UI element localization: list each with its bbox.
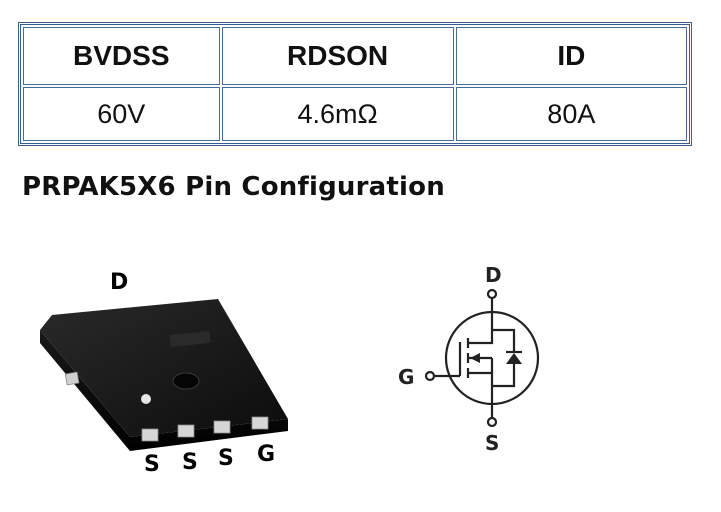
body-diode-top <box>492 328 516 352</box>
package-marking <box>169 330 211 348</box>
pin1-dot <box>141 394 151 404</box>
drain-terminal <box>486 288 498 300</box>
package-label-g: G <box>257 442 275 467</box>
source-terminal <box>486 416 498 428</box>
bottom-lead-3 <box>213 420 231 434</box>
value-rdson: 4.6mΩ <box>221 87 454 141</box>
spec-header-row: BVDSS RDSON ID <box>23 27 687 85</box>
package-dimple <box>172 372 200 390</box>
section-title: PRPAK5X6 Pin Configuration <box>22 172 445 202</box>
bottom-lead-1 <box>141 428 159 442</box>
header-rdson: RDSON <box>221 27 454 85</box>
symbol-label-g: G <box>398 365 414 389</box>
value-bvdss: 60V <box>23 87 220 141</box>
side-lead <box>64 371 80 386</box>
channel-arrow <box>470 353 480 363</box>
package-front-face <box>40 330 288 451</box>
spec-value-row: 60V 4.6mΩ 80A <box>23 87 687 141</box>
header-id: ID <box>455 27 687 85</box>
mosfet-symbol: D G S <box>390 258 550 458</box>
symbol-label-s: S <box>485 431 499 455</box>
source-connection <box>468 371 494 390</box>
gate-terminal <box>424 370 436 382</box>
package-label-s3: S <box>218 446 234 471</box>
package-top-face <box>40 299 288 437</box>
bottom-lead-2 <box>177 424 195 438</box>
package-label-d: D <box>110 270 128 295</box>
value-id: 80A <box>455 87 687 141</box>
drain-connection <box>468 326 494 345</box>
diode-triangle <box>506 353 522 364</box>
mosfet-symbol-drawing: D G S <box>398 263 540 455</box>
bottom-lead-4 <box>251 416 269 430</box>
spec-table: BVDSS RDSON ID 60V 4.6mΩ 80A <box>18 22 692 146</box>
package-illustration: D S S S G <box>20 255 320 495</box>
package-label-s2: S <box>182 450 198 475</box>
package-drawing: D S S S G <box>40 270 288 477</box>
symbol-label-d: D <box>485 263 502 287</box>
package-label-s1: S <box>144 452 160 477</box>
header-bvdss: BVDSS <box>23 27 220 85</box>
body-diode-bottom <box>492 364 516 388</box>
